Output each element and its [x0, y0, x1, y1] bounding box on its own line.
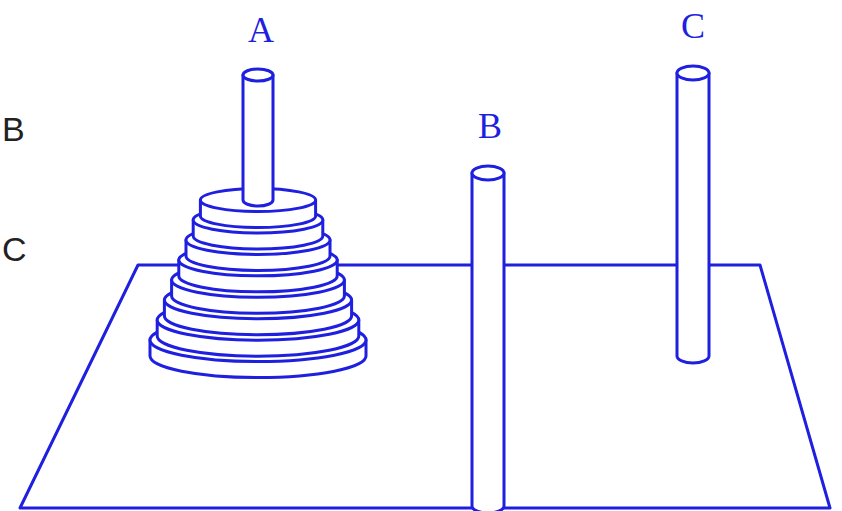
- side-letter: C: [2, 232, 27, 266]
- side-letter: B: [2, 112, 25, 146]
- peg-b: [472, 173, 504, 511]
- peg-label: B: [478, 108, 502, 144]
- peg-a-top: [243, 69, 273, 81]
- peg-c: [677, 73, 709, 363]
- peg-a: [243, 75, 273, 206]
- peg-b-top: [472, 166, 504, 180]
- peg-label: A: [248, 12, 274, 48]
- peg-label: C: [681, 8, 705, 44]
- peg-c-top: [677, 66, 709, 80]
